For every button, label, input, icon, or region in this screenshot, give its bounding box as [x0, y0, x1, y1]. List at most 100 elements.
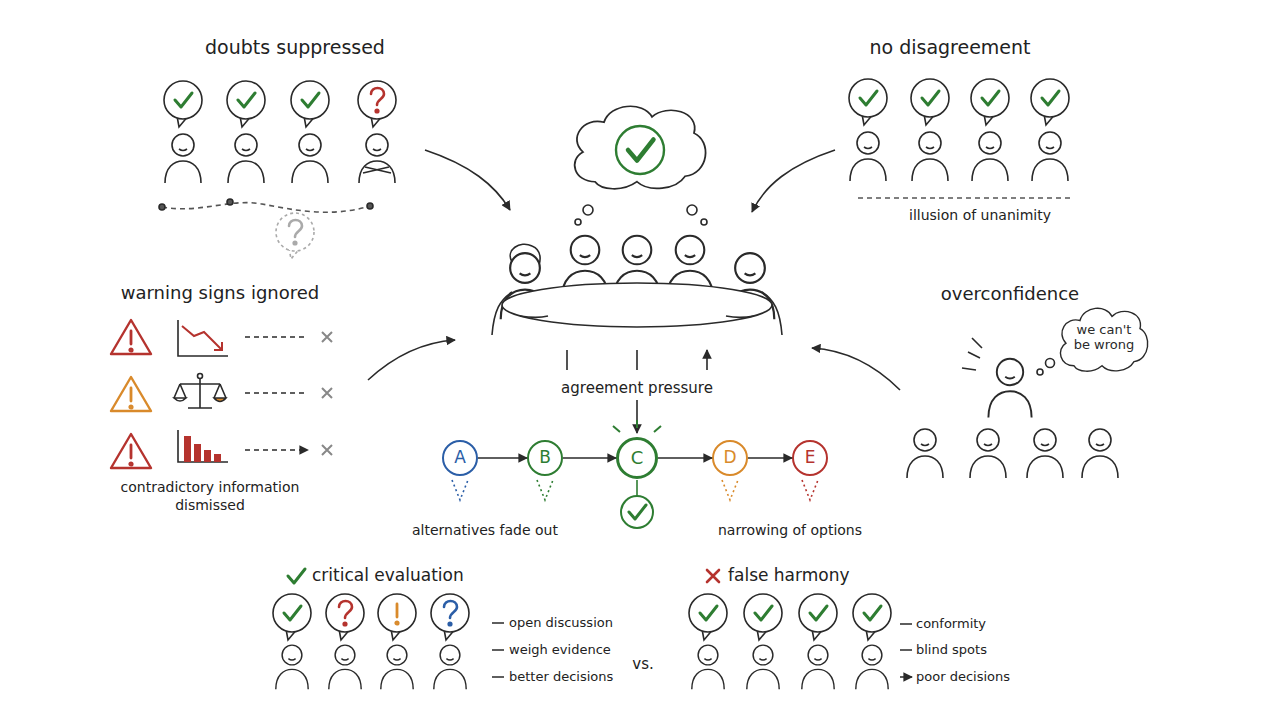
person-icon	[434, 645, 466, 689]
pressure-arrow	[567, 350, 707, 370]
node-text: B	[539, 448, 551, 468]
text-label: overconfidence	[941, 283, 1079, 306]
speech-bubble	[911, 79, 949, 125]
thought-bubble: we can't be wrong	[1054, 302, 1154, 374]
warning-triangle	[111, 434, 151, 468]
thought-dot	[583, 205, 593, 215]
person-icon	[329, 645, 361, 689]
person-icon	[747, 645, 779, 689]
chart-axes	[178, 320, 228, 356]
person-icon	[228, 134, 264, 183]
text-label: false harmony	[728, 565, 850, 586]
check-mark	[284, 606, 301, 620]
person-icon	[856, 645, 888, 689]
options-group	[452, 420, 818, 528]
person-icon	[381, 645, 413, 689]
text-label: agreement pressure	[561, 379, 713, 398]
person-icon	[359, 134, 395, 183]
text-label: alternatives fade out	[412, 522, 558, 540]
speech-bubble	[799, 594, 837, 640]
exclamation-mark	[396, 604, 398, 624]
thought-dot	[1046, 359, 1055, 368]
unanimity-group	[849, 79, 1070, 198]
check-mark	[175, 93, 192, 107]
speech-bubble	[1031, 79, 1069, 125]
speech-bubble	[358, 81, 396, 127]
fading-option	[452, 480, 468, 500]
option-circle: B	[527, 440, 563, 476]
person-icon	[276, 645, 308, 689]
flow-arrow	[425, 150, 510, 210]
text-label: critical evaluation	[312, 565, 464, 586]
flow-arrow	[812, 348, 900, 390]
speech-bubble	[164, 81, 202, 127]
scale-pivot	[198, 374, 203, 379]
text-label: contradictory information dismissed	[105, 479, 315, 514]
person-icon	[912, 132, 948, 181]
meeting-table	[502, 283, 772, 327]
fading-option	[537, 480, 553, 500]
text-label: narrowing of options	[718, 522, 862, 540]
text-label: no disagreement	[869, 36, 1030, 60]
check-mark	[629, 505, 646, 519]
node-text: A	[454, 448, 466, 468]
consensus-circle	[616, 126, 664, 174]
thought-dot	[1037, 369, 1043, 375]
warning-group	[111, 320, 332, 468]
speech-bubble	[849, 79, 887, 125]
chosen-stem	[636, 480, 638, 496]
text-label: vs.	[632, 655, 653, 674]
person-icon	[970, 429, 1006, 478]
warning-mark	[130, 445, 132, 465]
text-label: doubts suppressed	[205, 36, 385, 60]
person-icon	[907, 429, 943, 478]
cross-mark	[707, 570, 719, 582]
check-mark	[238, 93, 255, 107]
check-mark	[1042, 91, 1059, 105]
pressure-arrow	[636, 400, 638, 433]
speech-bubble	[853, 594, 891, 640]
speech-bubble	[431, 594, 469, 640]
chart-axes	[178, 430, 228, 462]
check-mark	[864, 606, 881, 620]
option-circle: C	[616, 437, 658, 479]
chosen-circle	[621, 496, 653, 528]
balance-scale	[174, 378, 226, 408]
node-text: we can't be wrong	[1068, 323, 1140, 353]
consensus-check	[628, 140, 654, 161]
question-mark	[339, 601, 352, 625]
flow-arrow	[368, 340, 455, 380]
bar	[204, 450, 211, 462]
person-icon	[692, 645, 724, 689]
question-mark	[371, 88, 384, 112]
node-text: E	[805, 448, 816, 468]
check-mark	[700, 606, 717, 620]
person-icon	[165, 134, 201, 183]
text-label: illusion of unanimity	[909, 207, 1051, 225]
node-text: D	[723, 448, 736, 468]
thought-dot	[575, 219, 581, 225]
flow-connector	[658, 457, 712, 459]
thought-dot	[701, 219, 707, 225]
option-circle: E	[792, 440, 828, 476]
text-label: poor decisions	[916, 669, 1010, 685]
option-circle: D	[712, 440, 748, 476]
faded-question	[289, 220, 302, 244]
node-text: C	[631, 448, 644, 469]
bar	[214, 454, 221, 462]
check-mark	[288, 569, 305, 583]
speech-bubble	[971, 79, 1009, 125]
text-label: blind spots	[916, 642, 987, 658]
bar	[194, 444, 201, 462]
group-meeting	[368, 106, 900, 433]
speech-bubble	[227, 81, 265, 127]
fading-option	[722, 480, 738, 500]
highlight-rays	[613, 420, 661, 432]
person-icon	[850, 132, 886, 181]
person-icon	[1032, 132, 1068, 181]
text-label: open discussion	[509, 615, 613, 631]
thought-cloud	[575, 106, 706, 189]
bar	[184, 436, 191, 462]
check-mark	[810, 606, 827, 620]
